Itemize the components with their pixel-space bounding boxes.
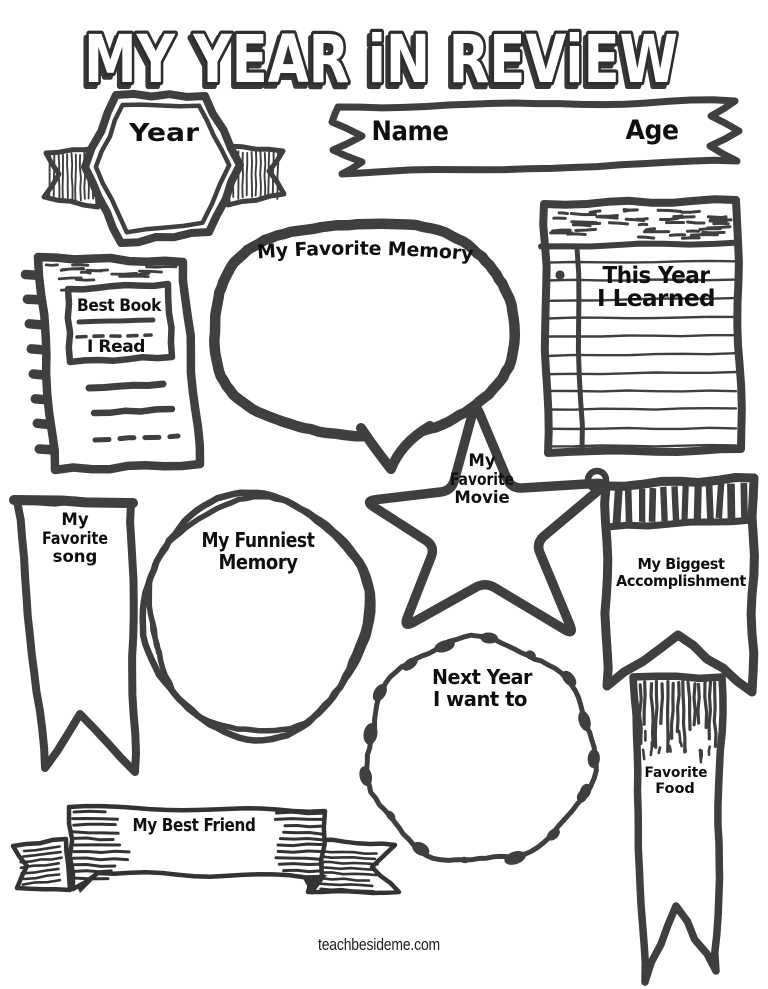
page-title-shadow: MY YEAR iN REViEW bbox=[81, 25, 675, 102]
best-friend-right-tail-hatch bbox=[315, 849, 379, 893]
name-label: Name bbox=[372, 116, 449, 147]
best-book-label-line2: I Read bbox=[87, 337, 145, 357]
funniest-memory-line2: Memory bbox=[219, 550, 298, 574]
next-year-circle-blob bbox=[372, 683, 387, 702]
field-favorite-food[interactable]: Favorite Food bbox=[629, 672, 727, 986]
notepad-band-line bbox=[538, 239, 742, 250]
best-friend-hatch-left bbox=[71, 809, 131, 881]
next-year-circle-blob bbox=[412, 841, 430, 857]
next-year-circle-blob bbox=[587, 749, 600, 768]
next-year-circle-blob bbox=[579, 783, 592, 799]
field-favorite-memory[interactable]: My Favorite Memory bbox=[195, 218, 535, 474]
best-friend-left-tail-hatch bbox=[19, 845, 63, 886]
field-favorite-song[interactable]: My Favorite song bbox=[9, 495, 140, 776]
next-year-circle-blob bbox=[525, 650, 536, 660]
favorite-movie-line2: Favorite bbox=[450, 470, 514, 489]
accomplishment-ring bbox=[584, 467, 610, 493]
page-title: MY YEAR iN REViEW MY YEAR iN REViEW bbox=[78, 18, 681, 105]
favorite-movie-line1: My bbox=[468, 451, 495, 470]
best-friend-hatch-right bbox=[273, 810, 325, 874]
next-year-line2: I want to bbox=[433, 687, 527, 711]
notepad-hole bbox=[555, 270, 565, 280]
next-year-circle-blob bbox=[434, 639, 455, 653]
next-year-line1: Next Year bbox=[432, 665, 533, 689]
memory-bubble-tail-right bbox=[386, 421, 435, 474]
next-year-circle-blob bbox=[578, 710, 591, 731]
age-label: Age bbox=[626, 115, 679, 146]
favorite-song-line1: My bbox=[61, 510, 88, 529]
favorite-food-texture-dashes bbox=[641, 729, 712, 764]
next-year-circle-blob bbox=[460, 856, 470, 864]
next-year-circle-blob bbox=[504, 850, 526, 865]
next-year-circle-blob bbox=[480, 632, 498, 644]
accomplishment-line2: Accomplishment bbox=[616, 572, 747, 590]
favorite-food-line2: Food bbox=[655, 781, 695, 797]
funniest-memory-line1: My Funniest bbox=[202, 528, 316, 552]
favorite-food-texture bbox=[637, 679, 718, 754]
accomplishment-band-stripes bbox=[612, 482, 748, 524]
next-year-circle-blob bbox=[363, 723, 378, 745]
next-year-circle-blob bbox=[402, 657, 418, 671]
field-this-year-learned[interactable]: This Year I Learned bbox=[538, 195, 746, 457]
field-best-friend[interactable]: My Best Friend bbox=[10, 803, 402, 896]
this-year-learned-label-line2: I Learned bbox=[597, 286, 715, 312]
accomplishment-line1: My Biggest bbox=[638, 555, 726, 573]
field-favorite-movie[interactable]: My Favorite Movie bbox=[364, 403, 608, 637]
field-funniest-memory[interactable]: My Funniest Memory bbox=[139, 489, 376, 744]
best-book-label-line1: Best Book bbox=[77, 296, 162, 316]
favorite-food-line1: Favorite bbox=[645, 765, 708, 781]
favorite-song-pennant[interactable] bbox=[13, 496, 140, 776]
notebook-line-3 bbox=[92, 433, 181, 443]
next-year-circle-blob bbox=[386, 810, 396, 822]
best-book-solid-line bbox=[76, 317, 156, 325]
next-year-circle-blob bbox=[359, 766, 373, 786]
favorite-song-line2: Favorite bbox=[42, 529, 108, 548]
this-year-learned-label-line1: This Year bbox=[603, 263, 711, 289]
name-age-banner-shape[interactable] bbox=[328, 96, 743, 178]
favorite-song-line3: song bbox=[53, 547, 98, 566]
notepad-band-scribble bbox=[549, 208, 733, 240]
memory-bubble-tail-fill bbox=[355, 401, 435, 468]
field-biggest-accomplishment[interactable]: My Biggest Accomplishment bbox=[584, 467, 759, 697]
year-label: Year bbox=[128, 118, 200, 147]
field-best-book[interactable]: Best Book I Read bbox=[20, 252, 205, 475]
year-badge-outer[interactable] bbox=[81, 89, 244, 247]
footer-site-text: teachbesideme.com bbox=[318, 935, 440, 954]
accomplishment-band-line bbox=[603, 516, 756, 531]
favorite-movie-star[interactable] bbox=[364, 403, 608, 637]
year-badge-inner bbox=[93, 102, 232, 235]
favorite-song-top-edge bbox=[9, 495, 138, 508]
field-year-badge[interactable]: Year bbox=[41, 89, 287, 247]
best-friend-label: My Best Friend bbox=[133, 816, 256, 836]
best-book-dashed-line bbox=[75, 333, 153, 339]
best-friend-banner[interactable] bbox=[66, 803, 328, 892]
field-next-year[interactable]: Next Year I want to bbox=[358, 632, 601, 868]
notepad-ruled-lines bbox=[545, 259, 738, 448]
notebook-line-2 bbox=[90, 405, 176, 417]
favorite-movie-line3: Movie bbox=[454, 488, 509, 507]
next-year-circle-blob bbox=[546, 828, 560, 841]
notebook-line-1 bbox=[85, 380, 167, 392]
next-year-circle-blob bbox=[561, 670, 577, 687]
notepad-margin-line bbox=[574, 245, 585, 454]
field-name-age-banner[interactable]: Name Age bbox=[328, 96, 743, 178]
accomplishment-banner[interactable] bbox=[600, 473, 759, 697]
page-title-text: MY YEAR iN REViEW bbox=[84, 21, 678, 98]
funniest-memory-circle-sketch2 bbox=[146, 493, 371, 734]
